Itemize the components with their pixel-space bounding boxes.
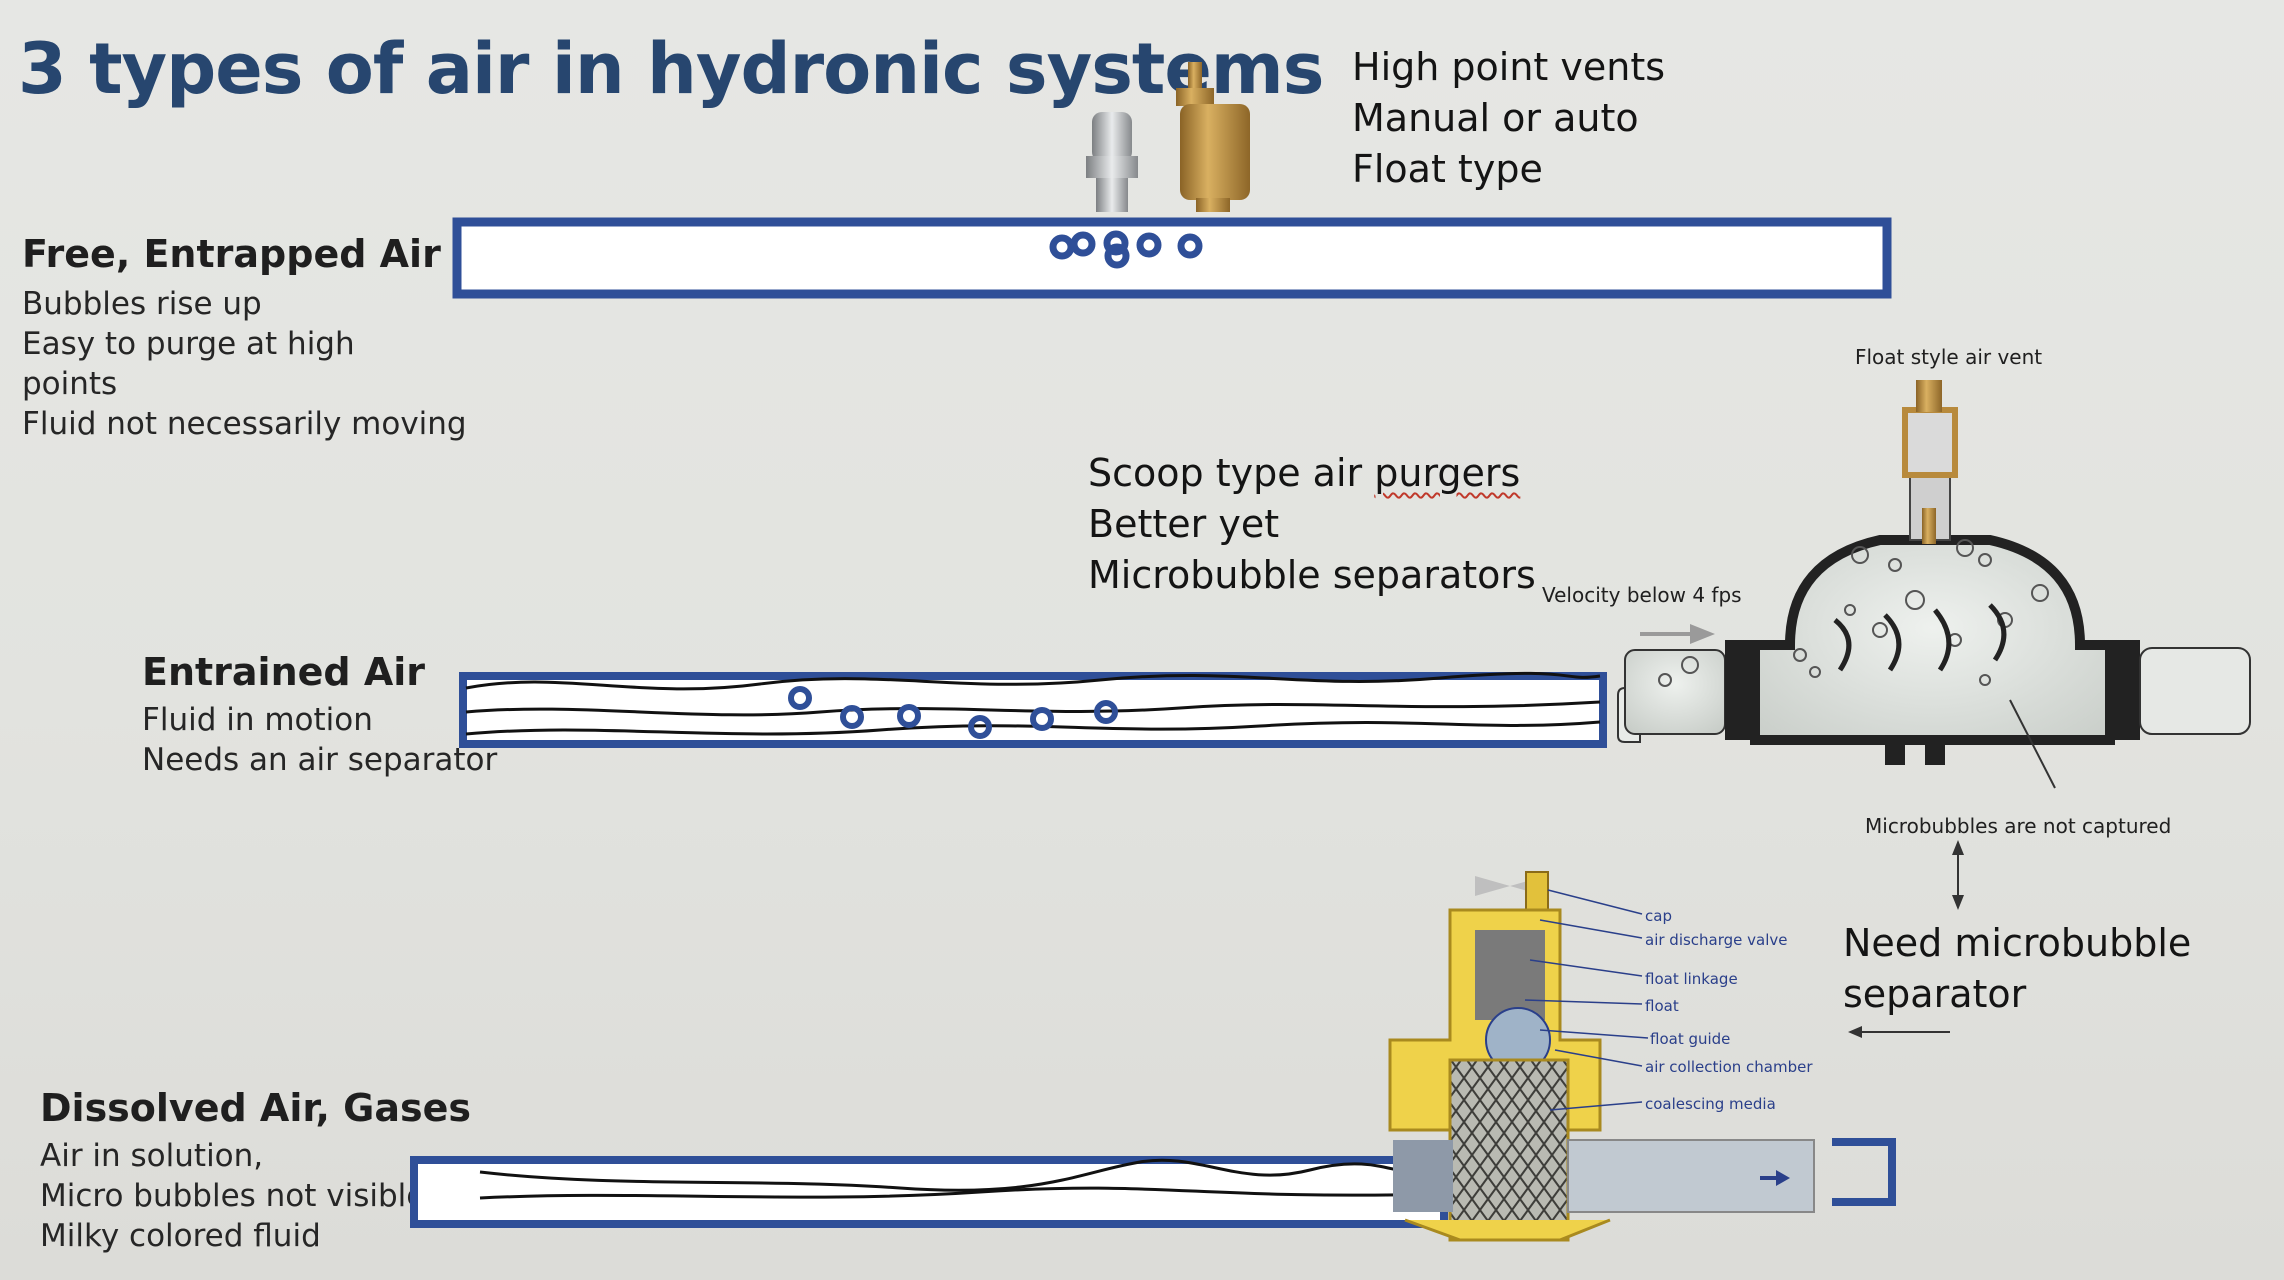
dissolved-air-line: Milky colored fluid: [40, 1218, 321, 1254]
label-cap: cap: [1645, 907, 1672, 925]
free-air-line: points: [22, 366, 118, 402]
dissolved-air-line: Micro bubbles not visible: [40, 1178, 426, 1214]
dissolved-air-heading: Dissolved Air, Gases: [40, 1086, 472, 1130]
manual-air-vent-icon: [1086, 112, 1138, 212]
need-separator-line: separator: [1843, 972, 2027, 1016]
free-air-line: Bubbles rise up: [22, 286, 262, 322]
vents-note: High point vents Manual or auto Float ty…: [1352, 42, 1665, 195]
vents-note-line: Float type: [1352, 147, 1543, 191]
label-air: air: [1398, 1172, 1418, 1190]
need-separator-line: Need microbubble: [1843, 921, 2192, 965]
vents-note-line: High point vents: [1352, 45, 1666, 89]
vents-note-line: Manual or auto: [1352, 96, 1639, 140]
label-float: float: [1645, 997, 1679, 1015]
purgers-note-line: Better yet: [1088, 502, 1280, 546]
entrained-air-heading: Entrained Air: [142, 650, 426, 694]
purgers-note-text: Scoop type air: [1088, 451, 1375, 495]
label-air-discharge-valve: air discharge valve: [1645, 931, 1788, 949]
free-air-line: Easy to purge at high: [22, 326, 355, 362]
purgers-note-line: Scoop type air purgers: [1088, 448, 1536, 499]
label-deareated-flow: deareated flow: [1632, 1168, 1745, 1186]
need-separator-note: Need microbubble separator: [1843, 918, 2191, 1020]
purgers-note-line: Microbubble separators: [1088, 553, 1536, 597]
entrained-air-line: Needs an air separator: [142, 742, 498, 778]
dissolved-air-section: Dissolved Air, Gases Air in solution, Mi…: [40, 1086, 471, 1256]
free-air-heading: Free, Entrapped Air: [22, 232, 441, 276]
float-vent-label: Float style air vent: [1855, 345, 2043, 369]
free-air-pipe: [452, 217, 1892, 299]
label-float-guide: float guide: [1650, 1030, 1731, 1048]
label-float-linkage: float linkage: [1645, 970, 1738, 988]
microbubbles-label: Microbubbles are not captured: [1865, 814, 2172, 838]
page-title: 3 types of air in hydronic systems: [18, 28, 1324, 110]
label-air-collection-chamber: air collection chamber: [1645, 1058, 1813, 1076]
entrained-air-line: Fluid in motion: [142, 702, 373, 738]
velocity-label: Velocity below 4 fps: [1542, 583, 1742, 607]
label-coalescing-media: coalescing media: [1645, 1095, 1776, 1113]
free-air-line: Fluid not necessarily moving: [22, 406, 467, 442]
entrained-air-pipe: [459, 671, 1607, 748]
purgers-note-underlined: purgers: [1374, 451, 1521, 495]
dissolved-air-line: Air in solution,: [40, 1138, 264, 1174]
entrained-air-section: Entrained Air Fluid in motion Needs an a…: [142, 650, 497, 780]
free-air-section: Free, Entrapped Air Bubbles rise up Easy…: [22, 232, 467, 444]
purgers-note: Scoop type air purgers Better yet Microb…: [1088, 448, 1536, 601]
